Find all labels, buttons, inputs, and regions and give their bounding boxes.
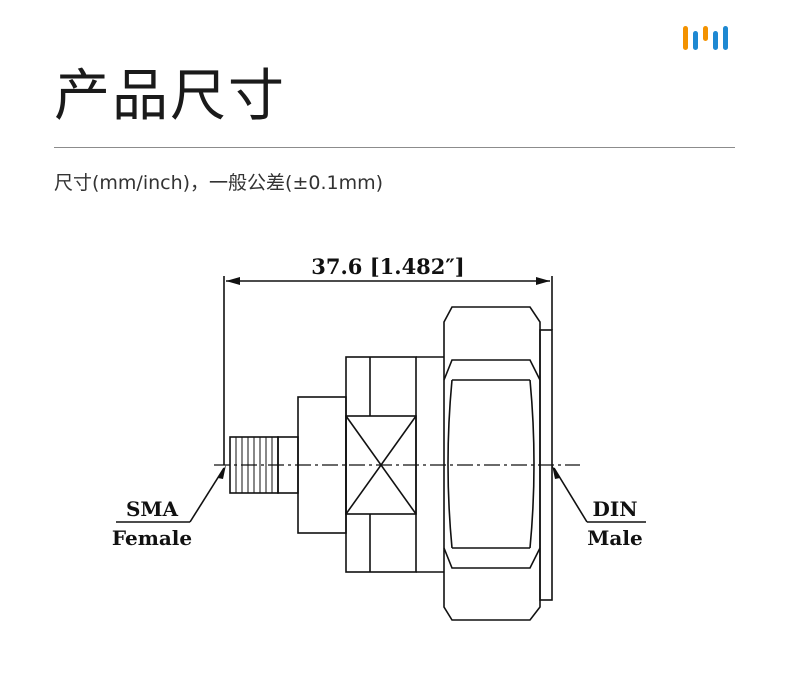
logo-bar-1	[683, 26, 688, 50]
logo-bar-2	[693, 31, 698, 50]
dimension-arrow-left	[226, 277, 240, 285]
dimension-subtitle: 尺寸(mm/inch)，一般公差(±0.1mm)	[54, 172, 384, 194]
nut-middle-contour	[447, 379, 453, 549]
nut-facet-top	[443, 359, 541, 381]
left-label-female: Female	[112, 526, 192, 550]
logo-bar-4	[713, 31, 718, 50]
leader-right	[553, 467, 588, 523]
leader-left	[189, 467, 225, 523]
right-label-male: Male	[587, 526, 642, 550]
left-label-sma: SMA	[126, 497, 179, 521]
brand-logo	[683, 26, 728, 50]
logo-bar-3	[703, 26, 708, 41]
overall-dimension-label: 37.6 [1.482″]	[311, 254, 464, 279]
nut-facet-bottom	[443, 547, 541, 569]
dimension-arrow-right	[536, 277, 550, 285]
din-coupling-nut	[443, 306, 541, 621]
page-title: 产品尺寸	[54, 64, 286, 129]
title-divider	[54, 147, 735, 148]
sma-thread-lines	[235, 437, 273, 493]
leader-arrow-right	[552, 465, 560, 479]
leader-arrow-left	[218, 465, 226, 479]
logo-bar-5	[723, 26, 728, 50]
nut-middle-contour-right	[529, 379, 535, 549]
right-label-din: DIN	[593, 497, 638, 521]
connector-drawing: 37.6 [1.482″] SMA Female DIN Male	[112, 254, 646, 621]
